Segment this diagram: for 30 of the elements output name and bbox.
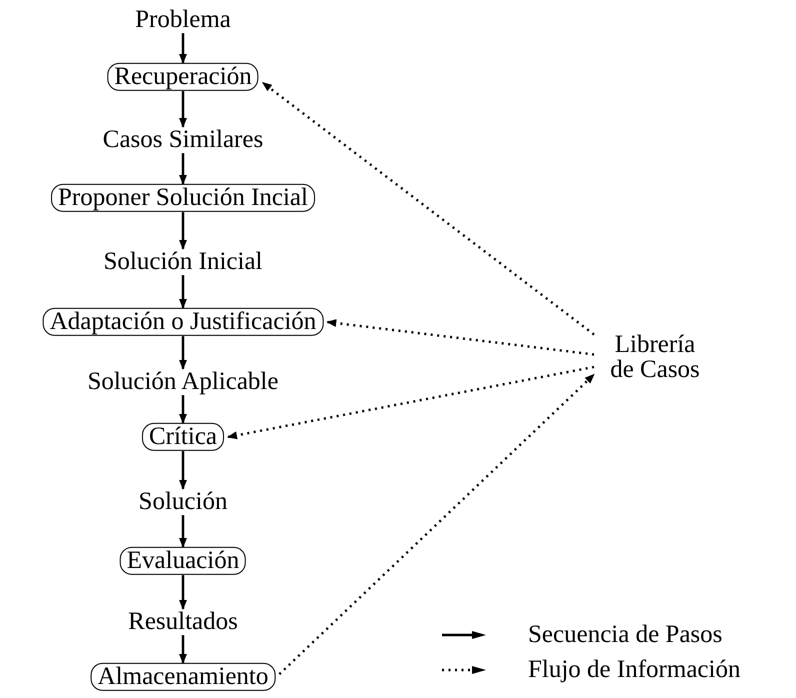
arrow (179, 635, 187, 664)
arrow (179, 336, 187, 370)
process-box: Proponer Solución Incial (51, 184, 315, 212)
legend-label: Secuencia de Pasos (528, 621, 722, 649)
dotted-arrow (278, 374, 595, 676)
arrow (179, 515, 187, 548)
data-label: Librería de Casos (598, 332, 712, 382)
process-box: Recuperación (107, 62, 259, 92)
data-label: Problema (133, 6, 233, 34)
data-label: Resultados (126, 608, 240, 636)
process-box: Crítica (142, 422, 224, 452)
dotted-arrow (326, 319, 594, 356)
arrow (179, 212, 187, 250)
data-label: Solución Inicial (102, 248, 264, 276)
arrow (179, 575, 187, 610)
process-box: Almacenamiento (90, 662, 276, 692)
data-label: Solución (136, 488, 230, 516)
arrow (179, 395, 187, 424)
data-label: Casos Similares (100, 126, 266, 154)
process-box: Evaluación (120, 546, 246, 576)
arrow (179, 275, 187, 309)
arrow (179, 153, 187, 185)
dotted-arrow (262, 82, 595, 336)
arrow (179, 33, 187, 64)
arrow (179, 91, 187, 128)
process-box: Adaptación o Justificación (42, 308, 324, 336)
data-label: Solución Aplicable (86, 368, 280, 396)
dotted-arrow (227, 366, 594, 440)
legend-label: Flujo de Información (528, 656, 740, 684)
arrow (179, 451, 187, 490)
